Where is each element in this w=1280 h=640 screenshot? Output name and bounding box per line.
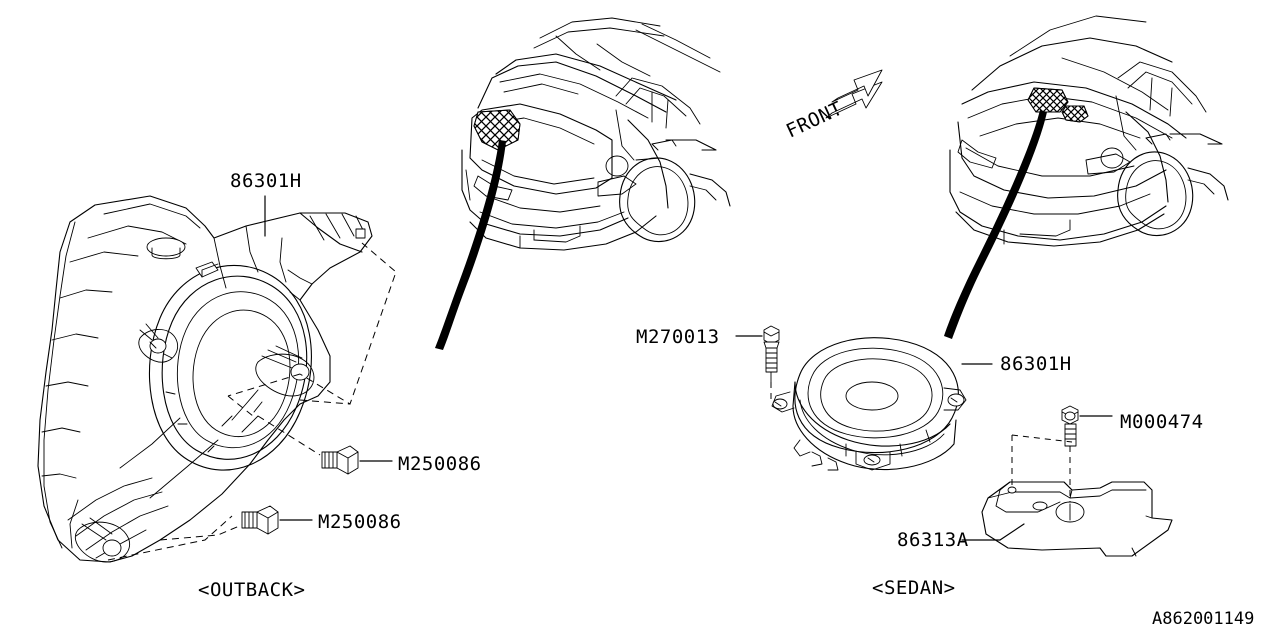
bolt-m250086-lower: M250086 — [159, 505, 402, 541]
bracket-plate-86313a: 86313A — [897, 434, 1173, 557]
callout-label: 86313A — [897, 529, 969, 551]
callout-label: M250086 — [318, 511, 402, 533]
variant-label-sedan: <SEDAN> — [872, 577, 956, 599]
callout-label: 86301H — [1000, 353, 1072, 375]
bolt-m000474: M000474 — [1061, 405, 1204, 510]
leader-sedan-speaker — [944, 110, 1047, 339]
callout-label: 86301H — [230, 170, 302, 192]
vehicle-wagon-rear-view — [435, 17, 731, 350]
outback-speaker-housing-assembly — [37, 195, 397, 563]
callout-label: M250086 — [398, 453, 482, 475]
bolt-m270013: M270013 — [636, 325, 780, 404]
callout-label: M270013 — [636, 326, 720, 348]
bolt-m250086-upper: M250086 — [257, 415, 482, 475]
callout-label: M000474 — [1120, 411, 1204, 433]
arrow-right-icon — [825, 69, 883, 119]
variant-label-outback: <OUTBACK> — [198, 579, 305, 601]
sedan-speaker-assembly: 86301H — [771, 337, 1072, 471]
diagram-code: A862001149 — [1152, 609, 1254, 629]
callout-86301H-outback: 86301H — [230, 170, 302, 237]
vehicle-sedan-rear-view — [944, 15, 1229, 339]
leader-wagon-speaker — [435, 140, 506, 350]
